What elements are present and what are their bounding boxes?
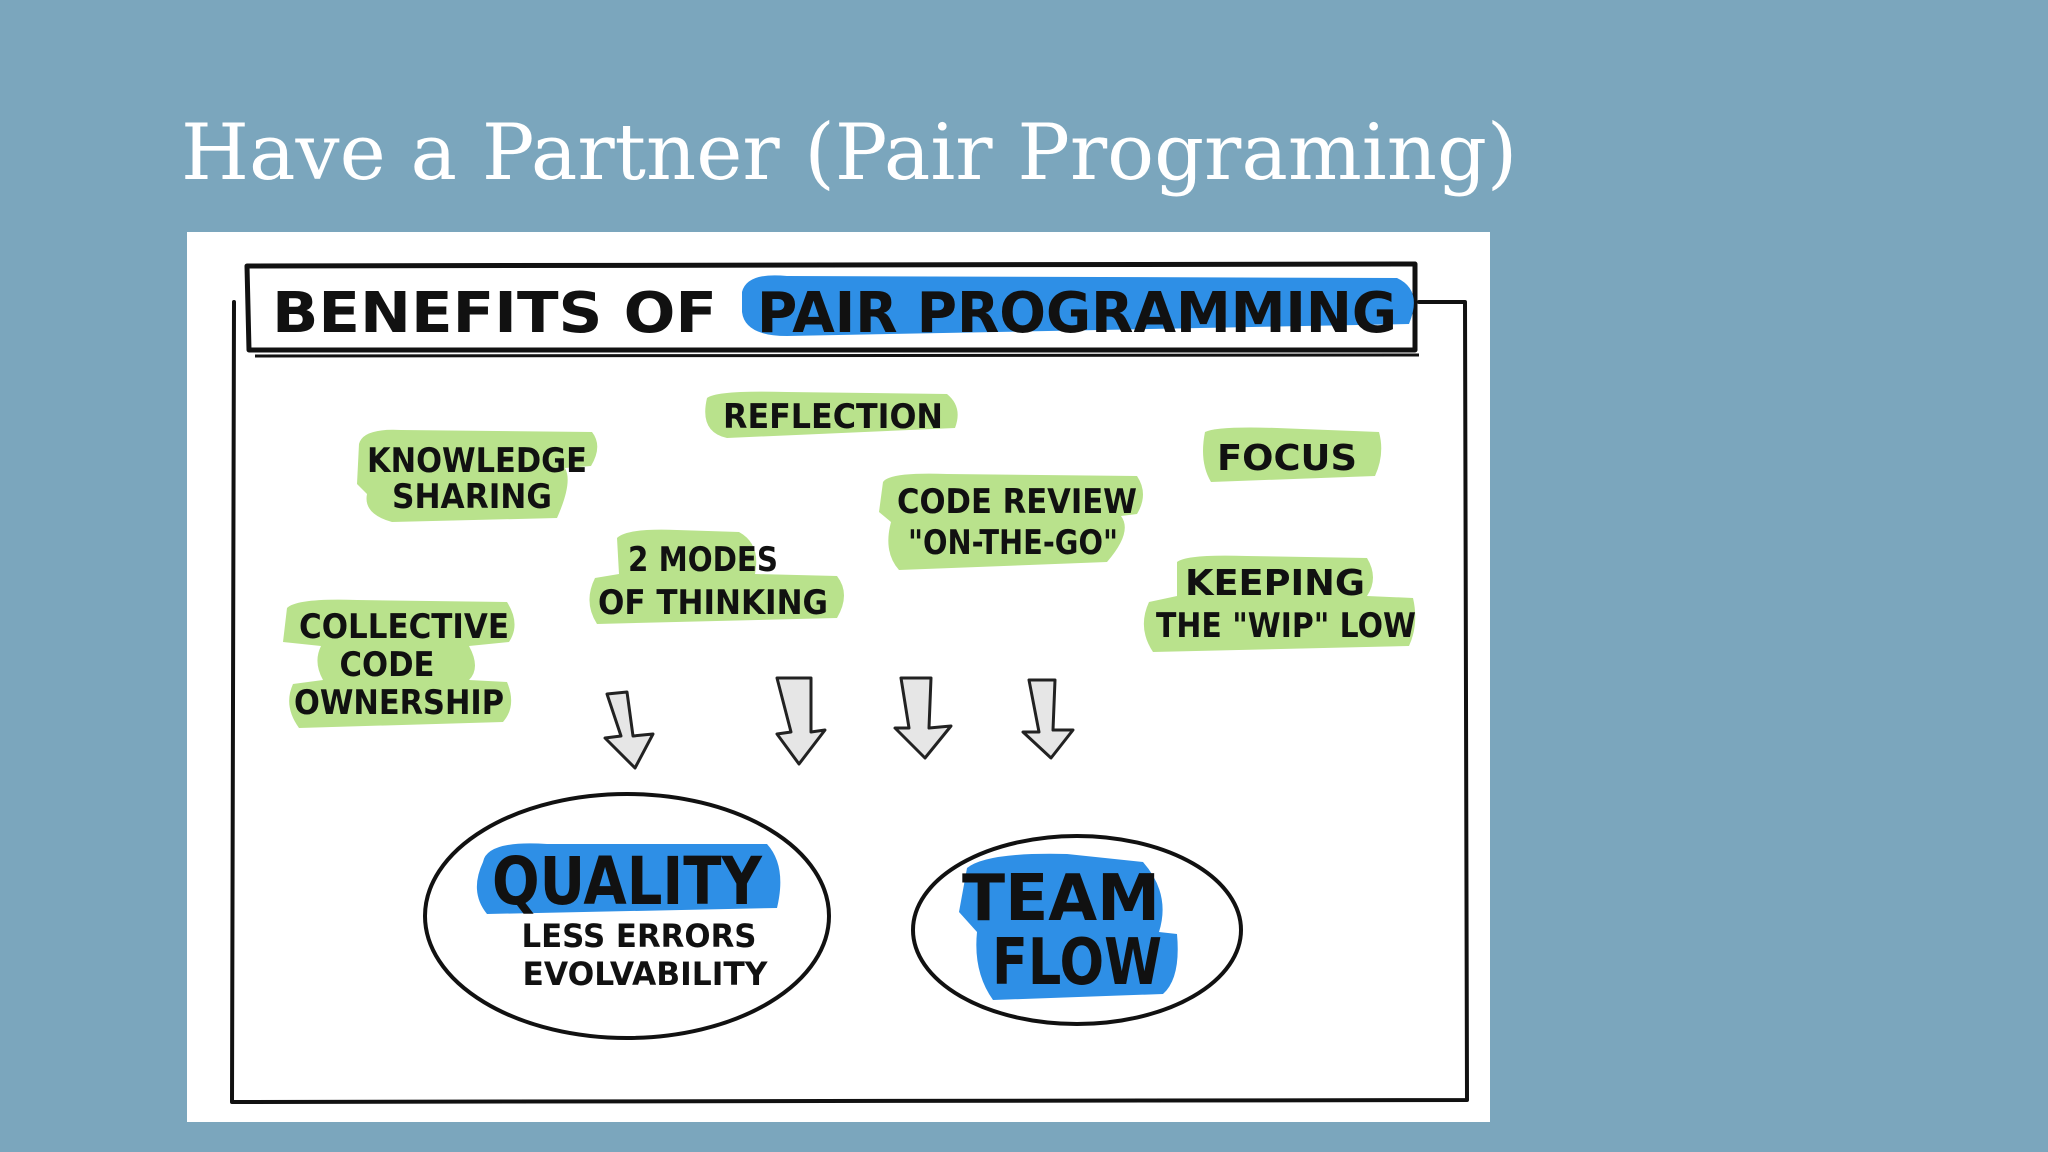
benefit-keeping-wip-low: KEEPING THE "WIP" LOW xyxy=(1143,555,1416,652)
benefit-label-line: OF THINKING xyxy=(598,583,828,623)
header-prefix: BENEFITS OF xyxy=(272,281,717,346)
diagram-panel: BENEFITS OF PAIR PROGRAMMING KNOWLEDGE S… xyxy=(187,232,1490,1122)
benefit-reflection: REFLECTION xyxy=(705,391,958,438)
arrows xyxy=(603,676,1075,770)
benefit-label-line: "ON-THE-GO" xyxy=(908,523,1118,563)
slide-title: Have a Partner (Pair Programing) xyxy=(181,108,1518,198)
outcome-quality: QUALITY LESS ERRORS EVOLVABILITY xyxy=(423,792,831,1040)
arrow-down-icon xyxy=(603,690,655,770)
benefit-label-line: OWNERSHIP xyxy=(294,683,504,723)
team-flow-line: FLOW xyxy=(992,926,1162,1000)
benefit-label-line: CODE xyxy=(340,645,435,685)
diagram-frame xyxy=(230,300,1469,1104)
benefit-two-modes: 2 MODES OF THINKING xyxy=(589,529,844,624)
arrow-down-icon xyxy=(893,676,953,760)
team-flow-line: TEAM xyxy=(962,862,1160,936)
header-highlight xyxy=(742,275,1414,336)
benefit-focus: FOCUS xyxy=(1203,427,1382,482)
benefit-label-line: FOCUS xyxy=(1217,438,1357,479)
arrow-down-icon xyxy=(1021,678,1075,760)
benefit-label-line: CODE REVIEW xyxy=(897,482,1137,522)
benefit-knowledge-sharing: KNOWLEDGE SHARING xyxy=(357,429,598,522)
header-highlight-text: PAIR PROGRAMMING xyxy=(757,281,1397,346)
quality-detail: LESS ERRORS xyxy=(522,917,757,955)
quality-ellipse xyxy=(423,792,831,1040)
team-flow-highlight xyxy=(959,853,1178,1000)
benefit-label-line: REFLECTION xyxy=(723,397,943,437)
team-flow-ellipse xyxy=(911,834,1243,1026)
header-box: BENEFITS OF PAIR PROGRAMMING xyxy=(244,261,1420,358)
quality-highlight xyxy=(476,843,781,914)
benefit-label-line: 2 MODES xyxy=(628,540,778,580)
benefit-label-line: KEEPING xyxy=(1185,563,1365,604)
benefit-label-line: THE "WIP" LOW xyxy=(1156,606,1416,646)
benefit-code-review: CODE REVIEW "ON-THE-GO" xyxy=(879,473,1143,570)
benefit-label-line: KNOWLEDGE xyxy=(367,441,587,481)
benefit-label-line: SHARING xyxy=(392,477,552,517)
pair-programming-diagram: BENEFITS OF PAIR PROGRAMMING KNOWLEDGE S… xyxy=(230,261,1469,1104)
outcome-team-flow: TEAM FLOW xyxy=(911,834,1243,1026)
quality-detail: EVOLVABILITY xyxy=(523,955,769,993)
benefit-collective-ownership: COLLECTIVE CODE OWNERSHIP xyxy=(283,599,515,728)
benefit-label-line: COLLECTIVE xyxy=(299,607,509,647)
quality-title: QUALITY xyxy=(492,843,763,920)
arrow-down-icon xyxy=(775,676,827,766)
